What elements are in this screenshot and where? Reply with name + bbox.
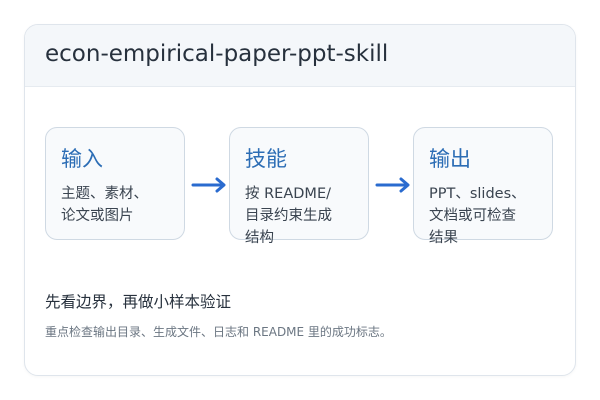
step-output: 输出 PPT、slides、 文档或可检查 结果 [413,127,553,246]
note-heading: 先看边界，再做小样本验证 [45,293,232,311]
step-title: 技能 [245,147,287,171]
card-title: econ-empirical-paper-ppt-skill [45,41,389,67]
skill-card: econ-empirical-paper-ppt-skill 输入 主题、素材、… [24,24,576,376]
note-body: 重点检查输出目录、生成文件、日志和 README 里的成功标志。 [45,325,392,339]
step-description: 按 README/ 目录约束生成 结构 [245,186,332,246]
arrow-right-icon [375,177,410,193]
step-description: 主题、素材、 论文或图片 [61,186,148,224]
card-header: econ-empirical-paper-ppt-skill [25,25,575,87]
step-input: 输入 主题、素材、 论文或图片 [45,127,185,240]
arrow-right-icon [191,177,226,193]
step-description: PPT、slides、 文档或可检查 结果 [429,186,526,246]
step-title: 输入 [61,147,103,171]
step-skill: 技能 按 README/ 目录约束生成 结构 [229,127,369,246]
step-title: 输出 [429,147,471,171]
